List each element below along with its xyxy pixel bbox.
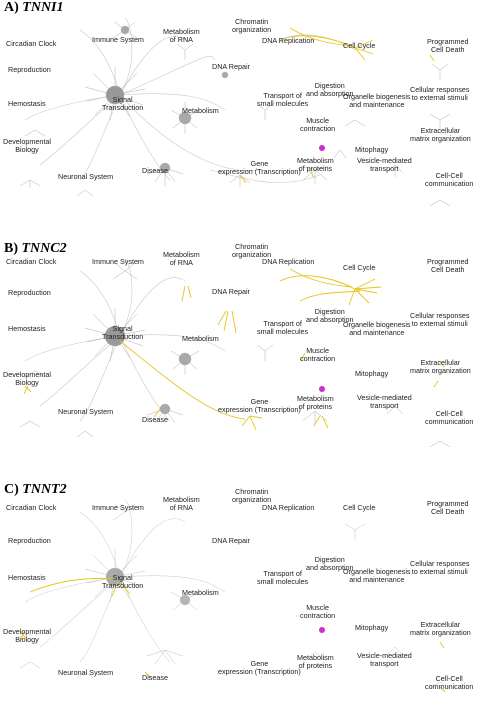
label-cell-cell: Cell-Cell communication: [425, 674, 474, 692]
label-neuronal: Neuronal System: [58, 407, 114, 416]
label-organelle: Organelle biogenesis and maintenance: [343, 567, 411, 585]
label-dna-replication: DNA Replication: [262, 36, 315, 45]
label-chromatin: Chromatin organization: [232, 242, 272, 260]
pathway-map-c: [19, 499, 451, 693]
label-disease: Disease: [142, 415, 168, 424]
panel-a-title: A) TNNI1: [4, 0, 64, 15]
label-chromatin: Chromatin organization: [232, 487, 272, 505]
label-reproduction: Reproduction: [8, 536, 51, 545]
label-hemostasis: Hemostasis: [8, 99, 46, 108]
label-disease: Disease: [142, 166, 168, 175]
label-disease: Disease: [142, 673, 168, 682]
panel-b: B) TNNC2 Circadian Clock Immune System M…: [0, 241, 480, 482]
label-vesicle: Vesicle-mediated transport: [357, 393, 412, 411]
label-immune: Immune System: [92, 503, 144, 512]
label-vesicle: Vesicle-mediated transport: [357, 651, 412, 669]
label-cell-cycle: Cell Cycle: [343, 503, 376, 512]
label-extracellular: Extracellular matrix organization: [410, 358, 471, 376]
label-mitophagy: Mitophagy: [355, 369, 389, 378]
label-transport-small: Transport of small molecules: [257, 569, 309, 587]
muscle-contraction-node: [319, 627, 325, 633]
label-dna-repair: DNA Repair: [212, 536, 250, 545]
panel-a: A) TNNI1 Circadian Clock Immune System M…: [0, 0, 480, 241]
label-muscle: Muscle contraction: [300, 346, 336, 364]
label-circadian: Circadian Clock: [6, 503, 57, 512]
label-muscle: Muscle contraction: [300, 116, 336, 134]
label-muscle: Muscle contraction: [300, 603, 336, 621]
edges: [24, 17, 356, 183]
label-hemostasis: Hemostasis: [8, 573, 46, 582]
label-metabolism-rna: Metabolism of RNA: [163, 495, 200, 513]
label-transport-small: Transport of small molecules: [257, 319, 309, 337]
label-digestion: Digestion and absorption: [306, 307, 354, 325]
label-dna-repair: DNA Repair: [212, 287, 250, 296]
muscle-contraction-node: [319, 145, 325, 151]
label-extracellular: Extracellular matrix organization: [410, 620, 471, 638]
label-neuronal: Neuronal System: [58, 172, 114, 181]
label-metabolism-proteins: Metabolism of proteins: [297, 156, 334, 174]
label-chromatin: Chromatin organization: [232, 17, 272, 35]
pathway-map-a: [19, 17, 451, 207]
label-cell-cell: Cell-Cell communication: [425, 171, 474, 189]
label-developmental: Developmental Biology: [3, 137, 51, 155]
label-programmed-death: Programmed Cell Death: [427, 257, 469, 275]
label-extracellular: Extracellular matrix organization: [410, 126, 471, 144]
label-cell-cycle: Cell Cycle: [343, 263, 376, 272]
label-metabolism-proteins: Metabolism of proteins: [297, 394, 334, 412]
label-metabolism: Metabolism: [182, 334, 219, 343]
label-metabolism: Metabolism: [182, 588, 219, 597]
label-circadian: Circadian Clock: [6, 39, 57, 48]
label-dna-replication: DNA Replication: [262, 503, 315, 512]
node-clusters: [19, 21, 451, 207]
highlighted-edges: [23, 268, 445, 431]
label-immune: Immune System: [92, 35, 144, 44]
label-developmental: Developmental Biology: [3, 627, 51, 645]
label-hemostasis: Hemostasis: [8, 324, 46, 333]
label-mitophagy: Mitophagy: [355, 145, 389, 154]
panel-c-title: C) TNNT2: [4, 482, 67, 497]
edges: [24, 499, 226, 663]
label-vesicle: Vesicle-mediated transport: [357, 156, 412, 174]
label-cellular-responses: Cellular responses to external stimuli: [410, 311, 470, 329]
label-gene-expression: Gene expression (Transcription): [218, 659, 301, 677]
label-reproduction: Reproduction: [8, 65, 51, 74]
label-metabolism-rna: Metabolism of RNA: [163, 27, 200, 45]
panel-c: C) TNNT2 Circadian Clock Immune System M…: [0, 482, 480, 723]
label-transport-small: Transport of small molecules: [257, 91, 309, 109]
label-dna-replication: DNA Replication: [262, 257, 315, 266]
label-mitophagy: Mitophagy: [355, 623, 389, 632]
node-clusters: [19, 503, 451, 689]
label-cell-cycle: Cell Cycle: [343, 41, 376, 50]
label-dna-repair: DNA Repair: [212, 62, 250, 71]
label-organelle: Organelle biogenesis and maintenance: [343, 320, 411, 338]
label-programmed-death: Programmed Cell Death: [427, 499, 469, 517]
label-programmed-death: Programmed Cell Death: [427, 37, 469, 55]
label-reproduction: Reproduction: [8, 288, 51, 297]
label-developmental: Developmental Biology: [3, 370, 51, 388]
label-signal: Signal Transduction: [102, 95, 144, 113]
label-cell-cell: Cell-Cell communication: [425, 409, 474, 427]
label-metabolism-proteins: Metabolism of proteins: [297, 653, 334, 671]
label-immune: Immune System: [92, 257, 144, 266]
muscle-contraction-node: [319, 386, 325, 392]
panel-b-title: B) TNNC2: [4, 241, 67, 256]
highlighted-edges: [239, 27, 435, 184]
label-metabolism: Metabolism: [182, 106, 219, 115]
highlighted-edges: [19, 577, 446, 693]
label-signal: Signal Transduction: [102, 573, 144, 591]
label-gene-expression: Gene expression (Transcription): [218, 397, 301, 415]
label-cellular-responses: Cellular responses to external stimuli: [410, 559, 470, 577]
label-cellular-responses: Cellular responses to external stimuli: [410, 85, 470, 103]
label-circadian: Circadian Clock: [6, 257, 57, 266]
label-metabolism-rna: Metabolism of RNA: [163, 250, 200, 268]
label-digestion: Digestion and absorption: [306, 81, 354, 99]
pathway-map-b: [19, 258, 451, 448]
label-organelle: Organelle biogenesis and maintenance: [343, 92, 411, 110]
label-signal: Signal Transduction: [102, 324, 144, 342]
label-neuronal: Neuronal System: [58, 668, 114, 677]
label-gene-expression: Gene expression (Transcription): [218, 159, 301, 177]
label-digestion: Digestion and absorption: [306, 555, 354, 573]
